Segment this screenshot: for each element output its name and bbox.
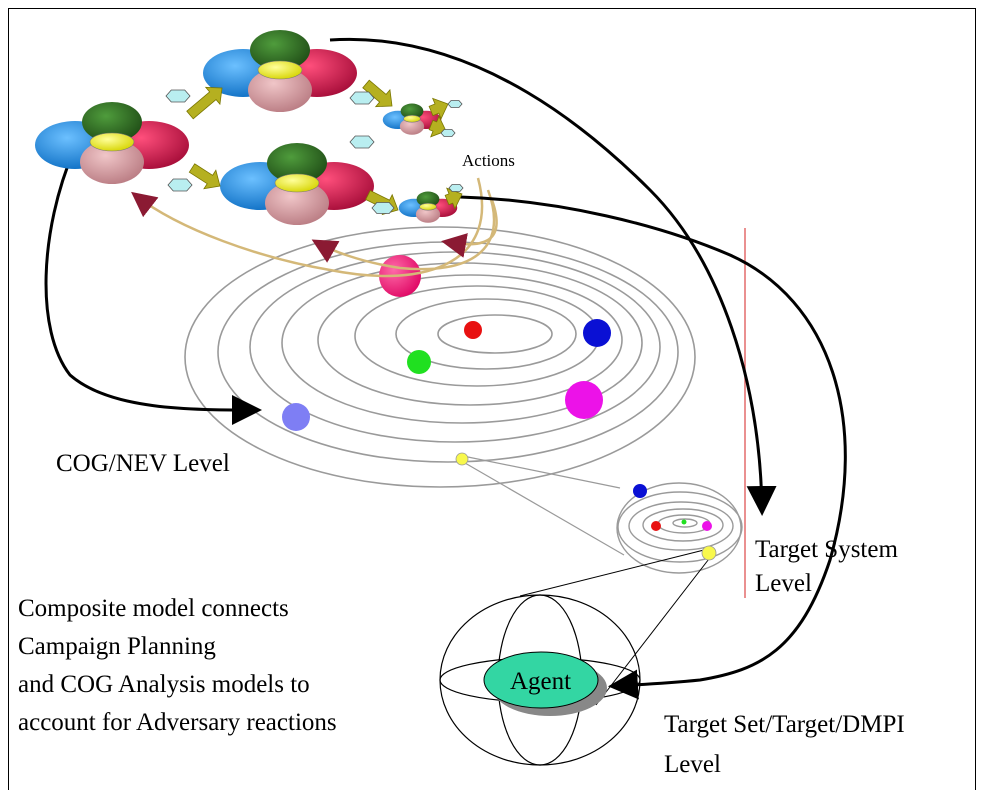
planet-yellow bbox=[455, 452, 469, 466]
campaign-node-lower-pink-petal bbox=[265, 181, 329, 225]
planet-green bbox=[407, 350, 431, 374]
planet-violet bbox=[565, 381, 603, 419]
campaign-node-start-green-petal bbox=[82, 102, 142, 142]
composite-line-4: account for Adversary reactions bbox=[18, 709, 337, 736]
campaign-node-upper bbox=[203, 30, 357, 112]
planet-periwinkle bbox=[282, 403, 310, 431]
small-planet-red bbox=[651, 521, 661, 531]
target-system-line-1: Target System bbox=[755, 536, 898, 563]
small-planet-blue bbox=[633, 484, 647, 498]
agent-ellipse bbox=[483, 651, 599, 709]
campaign-node-start-pink-petal bbox=[80, 140, 144, 184]
action-hexagon-5 bbox=[371, 202, 395, 214]
composite-line-2: Campaign Planning bbox=[18, 633, 216, 660]
zoom-connectors bbox=[462, 455, 625, 556]
campaign-node-small-lower-pink-petal bbox=[415, 206, 441, 223]
action-hexagon-3 bbox=[349, 91, 375, 105]
feedback-arrows bbox=[131, 177, 498, 278]
small-planet-violet bbox=[702, 521, 712, 531]
composite-arrows bbox=[44, 37, 847, 700]
action-hexagon-2 bbox=[167, 178, 193, 192]
action-hexagons-layer bbox=[165, 79, 464, 216]
campaign-node-lower bbox=[220, 143, 374, 225]
campaign-node-small-upper-green-petal bbox=[400, 103, 424, 119]
agent-label: Agent bbox=[510, 668, 572, 695]
target-system-level-label: Target System Level bbox=[755, 533, 898, 601]
small-planet-green bbox=[681, 519, 687, 525]
action-hexagon-6 bbox=[447, 100, 463, 108]
action-arrow-1 bbox=[186, 86, 223, 120]
composite-line-3: and COG Analysis models to bbox=[18, 671, 310, 698]
action-arrow-3 bbox=[362, 79, 393, 108]
campaign-node-lower-green-petal bbox=[267, 143, 327, 183]
target-system-line-2: Level bbox=[755, 570, 812, 597]
target-set-line-2: Level bbox=[664, 751, 721, 778]
planet-blue bbox=[583, 319, 611, 347]
action-arrow-2 bbox=[188, 163, 221, 190]
planet-red bbox=[464, 321, 482, 339]
action-hexagon-8 bbox=[448, 184, 464, 192]
campaign-node-start bbox=[35, 102, 189, 184]
actions-label: Actions bbox=[462, 151, 515, 170]
small-planet-yellow bbox=[701, 545, 717, 561]
campaign-node-start-yellow-center bbox=[89, 132, 135, 152]
cog-nev-level-label: COG/NEV Level bbox=[56, 450, 230, 477]
campaign-node-upper-yellow-center bbox=[257, 60, 303, 80]
diagram-frame bbox=[8, 8, 976, 790]
action-hexagon-4 bbox=[349, 135, 375, 149]
action-hexagon-7 bbox=[440, 129, 456, 137]
campaign-node-upper-pink-petal bbox=[248, 68, 312, 112]
target-set-line-1: Target Set/Target/DMPI bbox=[664, 711, 905, 738]
campaign-node-small-lower-green-petal bbox=[416, 191, 440, 207]
campaign-node-small-upper-yellow-center bbox=[403, 115, 421, 123]
campaign-node-small-upper-pink-petal bbox=[399, 118, 425, 135]
campaign-node-upper-green-petal bbox=[250, 30, 310, 70]
composite-line-1: Composite model connects bbox=[18, 595, 289, 622]
campaign-nodes-layer bbox=[35, 30, 458, 225]
action-hexagon-1 bbox=[165, 89, 191, 103]
campaign-node-small-lower-yellow-center bbox=[419, 203, 437, 211]
composite-model-description: Composite model connects Campaign Planni… bbox=[18, 590, 337, 742]
campaign-node-lower-yellow-center bbox=[274, 173, 320, 193]
action-arrow-5 bbox=[428, 97, 449, 120]
target-set-level-label: Target Set/Target/DMPI Level bbox=[664, 705, 905, 785]
